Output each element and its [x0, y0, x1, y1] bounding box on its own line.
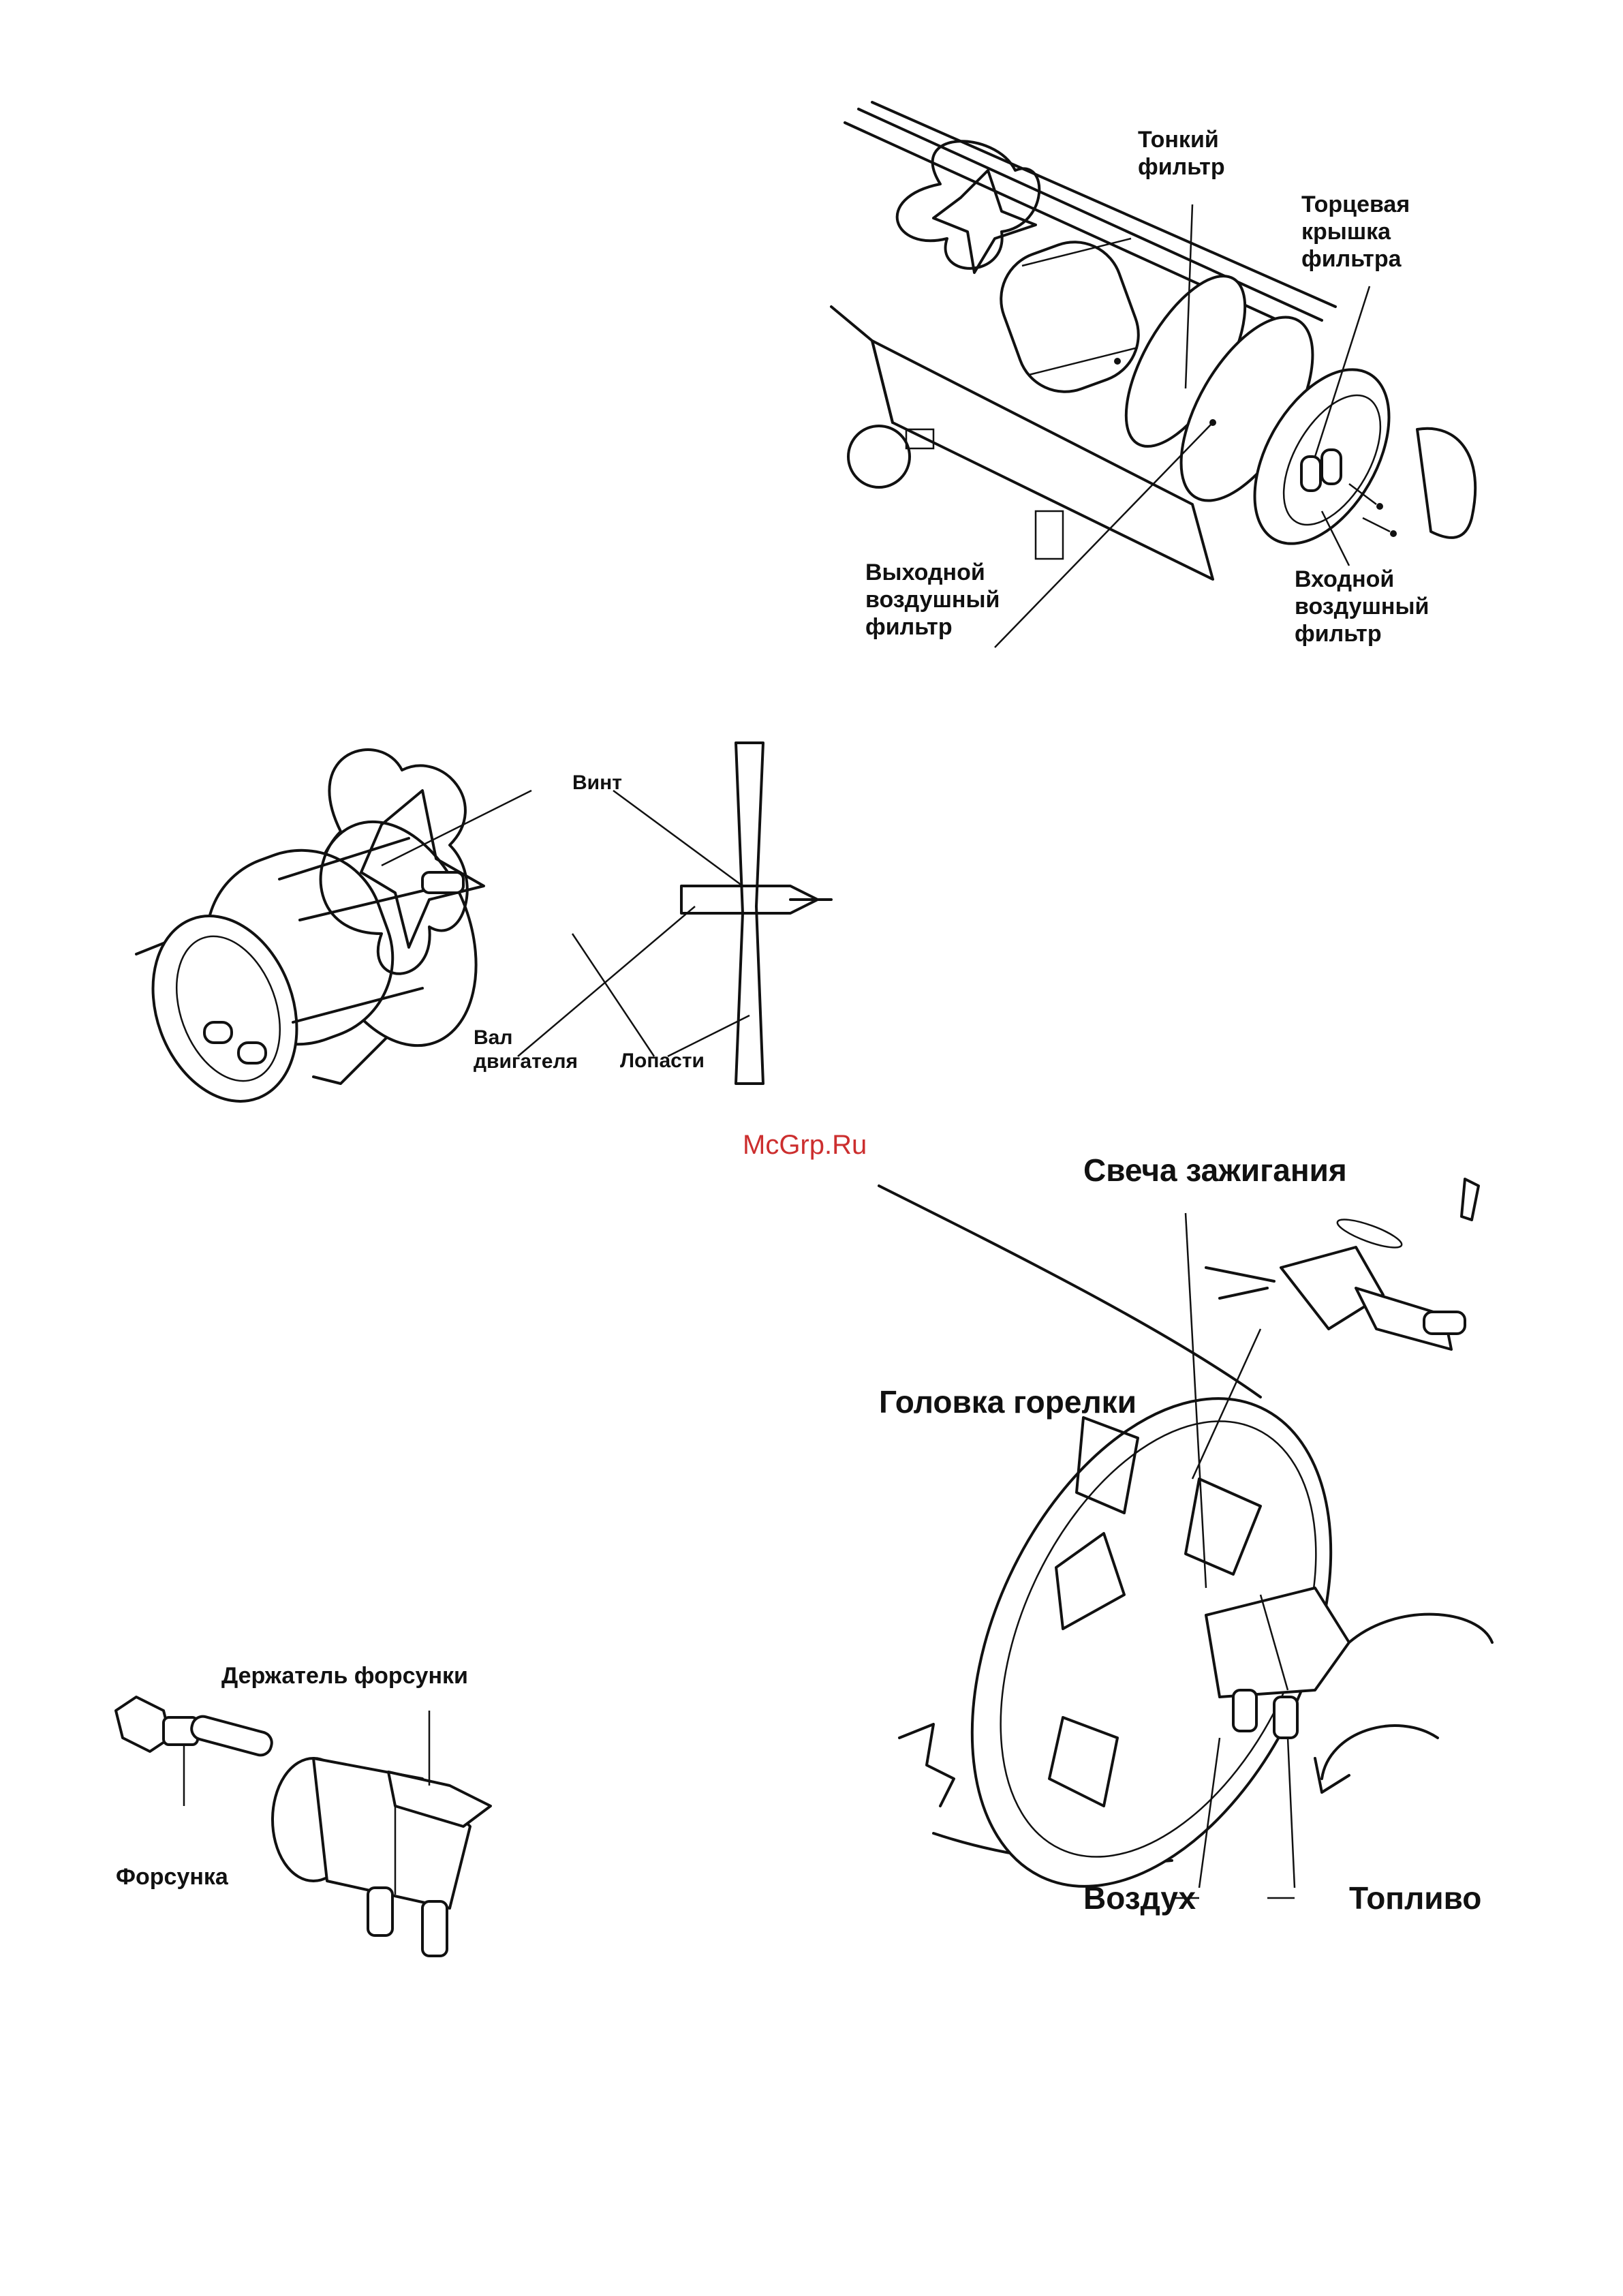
label-motor-shaft: Вал двигателя [474, 1026, 578, 1074]
label-fine-filter: Тонкий фильтр [1138, 126, 1225, 181]
label-fuel: Топливо [1349, 1880, 1481, 1916]
label-filter-end-cap: Торцевая крышка фильтра [1301, 191, 1410, 273]
watermark: McGrp.Ru [743, 1130, 867, 1161]
label-nozzle-holder: Держатель форсунки [221, 1663, 468, 1689]
nozzle-figure: Держатель форсунки Форсунка [109, 1663, 531, 2004]
label-spark-plug: Свеча зажигания [1083, 1152, 1347, 1189]
label-screw: Винт [572, 771, 622, 795]
label-inlet-air-filter: Входной воздушный фильтр [1295, 566, 1429, 647]
label-nozzle: Форсунка [116, 1864, 228, 1891]
nozzle-drawing [109, 1663, 531, 2004]
burner-figure: Свеча зажигания Головка горелки Воздух Т… [879, 1152, 1567, 1956]
label-blades: Лопасти [620, 1050, 705, 1073]
knob-icon [848, 426, 910, 487]
burner-drawing [879, 1152, 1567, 1956]
filters-figure: Тонкий фильтр Торцевая крышка фильтра Вы… [831, 102, 1499, 661]
label-air: Воздух [1083, 1880, 1196, 1916]
label-outlet-air-filter: Выходной воздушный фильтр [865, 559, 1000, 641]
fan-figure: Винт Вал двигателя Лопасти [136, 729, 852, 1111]
label-burner-head: Головка горелки [879, 1383, 1137, 1420]
